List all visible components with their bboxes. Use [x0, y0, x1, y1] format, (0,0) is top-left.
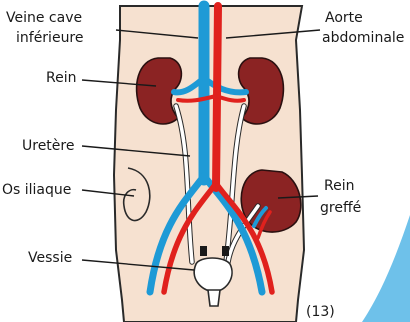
- figure-number: (13): [306, 304, 335, 320]
- label-veine-cave-line1: Veine cave: [6, 10, 82, 26]
- label-rein-greffe-line1: Rein: [324, 178, 354, 194]
- label-rein-greffe-line2: greffé: [320, 200, 361, 216]
- label-uretere: Uretère: [22, 138, 74, 154]
- corner-accent: [362, 215, 410, 322]
- label-vessie: Vessie: [28, 250, 72, 266]
- label-veine-cave-line2: inférieure: [16, 30, 84, 46]
- label-aorte-line1: Aorte: [325, 10, 363, 26]
- label-aorte-line2: abdominale: [322, 30, 404, 46]
- label-os-iliaque: Os iliaque: [2, 182, 71, 198]
- label-rein: Rein: [46, 70, 76, 86]
- kidney-transplanted: [241, 170, 301, 232]
